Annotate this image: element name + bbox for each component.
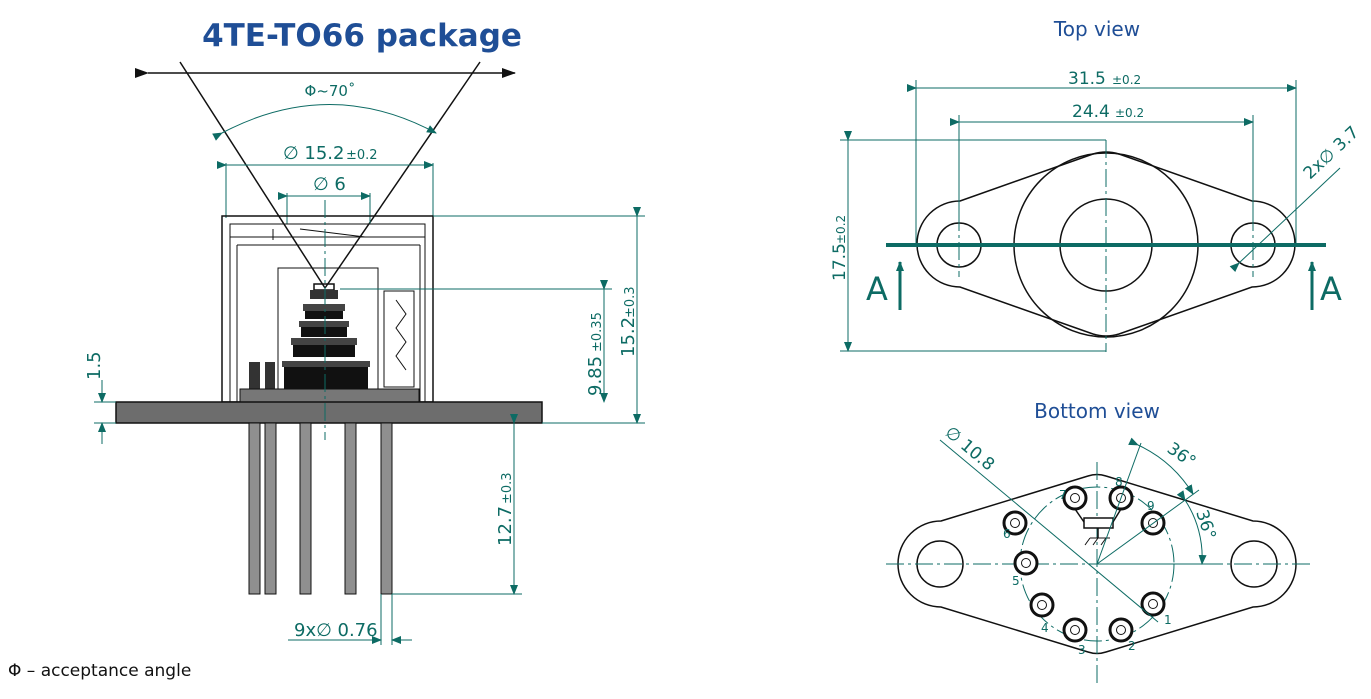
pin-label-7: 7 — [1059, 488, 1067, 502]
page-title: 4TE-TO66 package — [202, 18, 522, 54]
dim-window-diameter: ∅ 6 — [313, 174, 346, 195]
dim-hole-diameter: 2x∅ 3.7 — [1300, 123, 1363, 184]
pin-label-3: 3 — [1078, 643, 1086, 657]
dim-flange-thickness: 1.5 — [84, 351, 105, 380]
pin-label-5: 5 — [1012, 574, 1020, 588]
dim-angle-right: 36° — [1191, 507, 1219, 542]
pin-1 — [1140, 591, 1166, 617]
pin-label-6: 6 — [1003, 527, 1011, 541]
dim-hole-spacing-tol: ±0.2 — [1115, 106, 1144, 120]
dim-cap-diameter: ∅ 15.2 — [283, 143, 344, 164]
top-view-label: Top view — [1053, 17, 1140, 41]
bottom-view-label: Bottom view — [1034, 399, 1160, 423]
dim-lead-diameter: 9x∅ 0.76 — [294, 620, 378, 641]
thermistor-symbol — [1074, 508, 1122, 546]
dim-overall-width: 31.5 — [1068, 69, 1106, 89]
side-view: Φ~70˚ ∅ 15.2 ±0.2 ∅ 6 — [84, 61, 645, 645]
caption-acceptance-angle: Φ – acceptance angle — [8, 661, 191, 681]
dim-pin-circle: ∅ 10.8 — [941, 423, 998, 476]
pin-4 — [1029, 592, 1055, 618]
dim-total-height-tol: ±0.3 — [623, 286, 638, 318]
dim-hole-spacing: 24.4 — [1072, 102, 1110, 122]
dim-chip-height: 9.85 — [585, 356, 606, 396]
pin-5 — [1013, 550, 1039, 576]
pin-7 — [1062, 485, 1088, 511]
section-a-left: A — [866, 270, 888, 308]
pin-label-4: 4 — [1041, 621, 1049, 635]
top-view: A A 31.5 ±0.2 24.4 ±0.2 17.5 ±0.2 2x∅ 3.… — [830, 69, 1363, 352]
pin-6 — [1002, 510, 1028, 536]
dim-angle-top: 36° — [1163, 439, 1199, 473]
pin-label-9: 9 — [1147, 499, 1155, 513]
dim-height: 17.5 — [830, 243, 850, 281]
dim-total-height: 15.2 — [618, 317, 639, 357]
pin-label-2: 2 — [1128, 639, 1136, 653]
bottom-view: 1 2 3 4 5 6 7 8 9 ∅ 10.8 36° 36° — [886, 423, 1310, 685]
dim-cap-diameter-tol: ±0.2 — [346, 148, 378, 163]
dim-height-tol: ±0.2 — [834, 215, 848, 244]
pin-label-1: 1 — [1164, 613, 1172, 627]
dim-lead-length-tol: ±0.3 — [500, 472, 515, 504]
dim-acceptance-angle: Φ~70˚ — [305, 82, 356, 100]
section-a-right: A — [1320, 270, 1342, 308]
pin-2 — [1108, 617, 1134, 643]
pin-3 — [1062, 617, 1088, 643]
dim-lead-length: 12.7 — [495, 506, 516, 546]
pin-label-8: 8 — [1115, 475, 1123, 489]
dim-overall-width-tol: ±0.2 — [1112, 73, 1141, 87]
dim-chip-height-tol: ±0.35 — [590, 312, 605, 352]
